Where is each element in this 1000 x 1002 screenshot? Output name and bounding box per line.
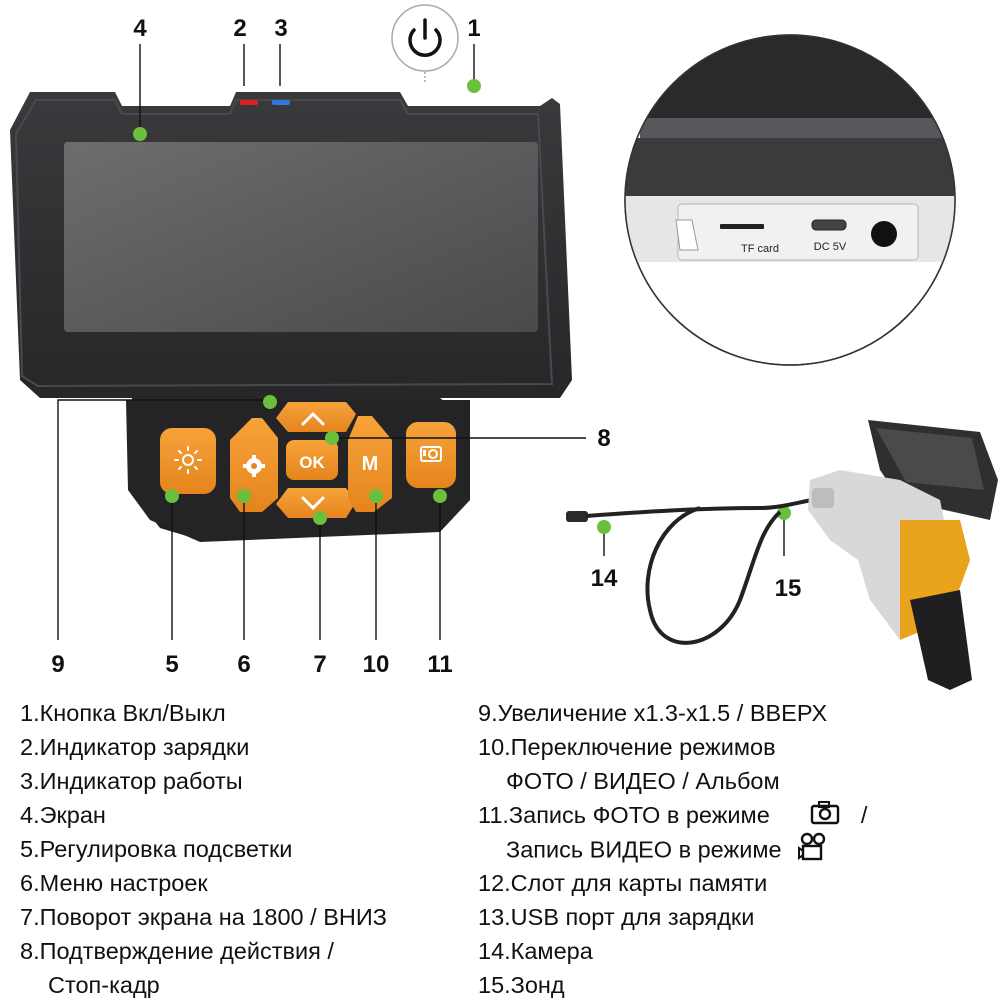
- legend-item-11-cont-row: Запись ВИДЕО в режиме: [478, 832, 867, 866]
- legend-item-15: 15.Зонд: [478, 972, 565, 998]
- tf-card-slot: [720, 224, 764, 229]
- power-icon: [408, 18, 442, 57]
- callout-14: 14: [591, 565, 618, 592]
- leader-lines: [57, 44, 835, 640]
- brightness-button[interactable]: [160, 428, 216, 494]
- camera-icon: [420, 446, 442, 462]
- camera-icon: [810, 800, 840, 834]
- chevron-up-icon: [301, 411, 325, 426]
- chevron-down-icon: [301, 496, 325, 511]
- legend-left: 1.Кнопка Вкл/Выкл 2.Индикатор зарядки 3.…: [20, 696, 387, 1002]
- gear-icon: [243, 455, 265, 477]
- mode-label: M: [362, 453, 379, 475]
- legend-item-12: 12.Слот для карты памяти: [478, 870, 768, 896]
- photo-video-button[interactable]: [406, 422, 456, 488]
- dc-jack: [871, 221, 897, 247]
- callout-8: 8: [597, 425, 610, 452]
- callout-9: 9: [51, 651, 64, 678]
- legend-right: 9.Увеличение х1.3-х1.5 / ВВЕРХ 10.Перекл…: [478, 696, 867, 1002]
- probe: [566, 498, 813, 645]
- work-indicator: [272, 100, 290, 105]
- legend-item-4: 4.Экран: [20, 802, 106, 828]
- legend-item-3: 3.Индикатор работы: [20, 768, 243, 794]
- legend-item-13: 13.USB порт для зарядки: [478, 904, 755, 930]
- ok-label: OK: [299, 453, 325, 472]
- device-illustration: OK M: [10, 4, 998, 690]
- legend-item-10-cont: ФОТО / ВИДЕО / Альбом: [506, 768, 780, 794]
- legend-item-1: 1.Кнопка Вкл/Выкл: [20, 700, 226, 726]
- legend-item-11-sep: /: [860, 802, 868, 828]
- power-button-illustration[interactable]: [391, 4, 459, 84]
- legend-item-10: 10.Переключение режимов: [478, 734, 776, 760]
- legend-item-6: 6.Меню настроек: [20, 870, 208, 896]
- callout-5: 5: [165, 651, 178, 678]
- callout-7: 7: [313, 651, 326, 678]
- legend-item-7: 7.Поворот экрана на 1800 / ВНИЗ: [20, 904, 387, 930]
- legend-item-11: 11.Запись ФОТО в режиме: [478, 802, 770, 828]
- callout-4: 4: [133, 15, 147, 42]
- callout-11: 11: [427, 651, 452, 678]
- control-buttons: OK M: [160, 402, 456, 518]
- mode-button[interactable]: [348, 416, 392, 512]
- dc-label: DC 5V: [814, 241, 847, 253]
- camera-head: [566, 511, 588, 522]
- legend-item-9: 9.Увеличение х1.3-х1.5 / ВВЕРХ: [478, 700, 828, 726]
- tf-card-label: TF card: [741, 243, 779, 255]
- callout-10: 10: [363, 651, 390, 678]
- callout-6: 6: [237, 651, 250, 678]
- callout-1: 1: [467, 15, 480, 42]
- legend-item-11-cont: Запись ВИДЕО в режиме: [506, 836, 782, 863]
- ok-button[interactable]: [286, 440, 338, 480]
- callout-3: 3: [274, 15, 287, 42]
- video-camera-icon: [798, 832, 828, 871]
- ports-detail: TF card DC 5V: [624, 34, 956, 366]
- brightness-icon: [174, 446, 202, 474]
- legend-item-8: 8.Подтверждение действия /: [20, 938, 334, 964]
- callout-2: 2: [233, 15, 246, 42]
- handheld-device: [808, 420, 998, 690]
- usb-port: [811, 219, 847, 231]
- legend-item-5: 5.Регулировка подсветки: [20, 836, 293, 862]
- legend-item-11-row: 11.Запись ФОТО в режиме /: [478, 798, 867, 832]
- charging-indicator: [240, 100, 258, 105]
- callout-15: 15: [775, 575, 802, 602]
- screen: [64, 142, 538, 332]
- legend-item-8-cont: Стоп-кадр: [48, 972, 160, 998]
- legend-item-14: 14.Камера: [478, 938, 593, 964]
- legend-item-2: 2.Индикатор зарядки: [20, 734, 250, 760]
